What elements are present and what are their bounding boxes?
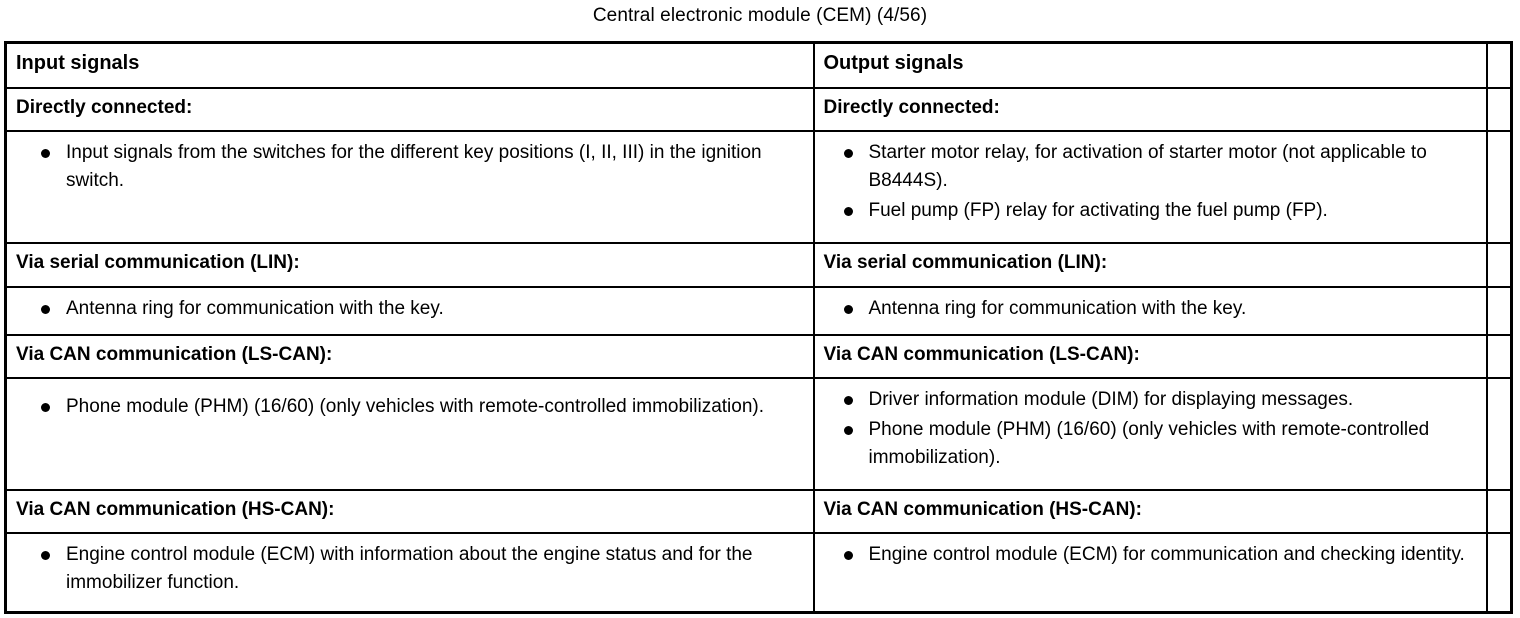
bullet-dot-icon <box>41 149 50 159</box>
header-cell-spacer <box>1485 41 1513 89</box>
list-item-text: Antenna ring for communication with the … <box>868 297 1247 319</box>
spacer-cell-can-hs-heading <box>1485 488 1513 535</box>
content-cell-right-can-ls: Driver information module (DIM) for disp… <box>812 377 1488 491</box>
list-item: Antenna ring for communication with the … <box>7 295 801 323</box>
list-item: Starter motor relay, for activation of s… <box>815 139 1474 195</box>
bullet-dot-icon <box>843 551 853 561</box>
content-cell-left-can-ls: Phone module (PHM) (16/60) (only vehicle… <box>4 377 815 491</box>
bullet-list-right-directly-connected: Starter motor relay, for activation of s… <box>815 132 1486 232</box>
list-item-text: Engine control module (ECM) with informa… <box>66 544 753 594</box>
bullet-list-left-can-hs: Engine control module (ECM) with informa… <box>7 534 813 604</box>
list-item: Input signals from the switches for the … <box>7 139 801 195</box>
table-header-row: Input signals Output signals <box>4 41 1513 89</box>
spacer-cell-can-ls-heading <box>1485 333 1513 380</box>
section-heading-row-directly-connected: Directly connected: Directly connected: <box>4 86 1513 133</box>
list-item-text: Phone module (PHM) (16/60) (only vehicle… <box>66 396 764 418</box>
bullet-dot-icon <box>843 396 853 406</box>
input-signals-header: Input signals <box>16 52 140 74</box>
section-heading-row-can-hs: Via CAN communication (HS-CAN): Via CAN … <box>4 488 1513 535</box>
bullet-list-right-can-hs: Engine control module (ECM) for communic… <box>815 534 1486 576</box>
header-cell-input-signals: Input signals <box>4 41 815 89</box>
heading-cell-left-serial-lin: Via serial communication (LIN): <box>4 241 815 288</box>
bullet-dot-icon <box>41 304 50 314</box>
spacer-cell-directly-connected-heading <box>1485 86 1513 133</box>
heading-cell-left-can-hs: Via CAN communication (HS-CAN): <box>4 488 815 535</box>
heading-cell-right-directly-connected: Directly connected: <box>812 86 1488 133</box>
spacer-cell-serial-lin-heading <box>1485 241 1513 288</box>
bullet-list-left-directly-connected: Input signals from the switches for the … <box>7 132 813 202</box>
content-cell-right-directly-connected: Starter motor relay, for activation of s… <box>812 130 1488 244</box>
bullet-dot-icon <box>41 403 50 413</box>
spacer-content <box>1488 44 1511 87</box>
output-signals-header: Output signals <box>823 52 964 74</box>
bullet-dot-icon <box>843 207 853 217</box>
bullet-list-left-serial-lin: Antenna ring for communication with the … <box>7 288 813 330</box>
list-item: Driver information module (DIM) for disp… <box>815 386 1474 414</box>
subheading-left-directly-connected: Directly connected: <box>16 96 193 118</box>
subheading-right-can-ls: Via CAN communication (LS-CAN): <box>823 343 1140 365</box>
spacer-cell-can-hs-content <box>1485 532 1513 614</box>
list-item-text: Driver information module (DIM) for disp… <box>868 389 1354 411</box>
bullet-dot-icon <box>41 551 50 561</box>
list-item: Antenna ring for communication with the … <box>815 295 1474 323</box>
list-item-text: Phone module (PHM) (16/60) (only vehicle… <box>868 419 1430 469</box>
spacer-cell-can-ls-content <box>1485 377 1513 491</box>
heading-cell-left-can-ls: Via CAN communication (LS-CAN): <box>4 333 815 380</box>
list-item-text: Fuel pump (FP) relay for activating the … <box>868 200 1328 222</box>
subheading-right-serial-lin: Via serial communication (LIN): <box>823 251 1108 273</box>
heading-cell-right-can-ls: Via CAN communication (LS-CAN): <box>812 333 1488 380</box>
list-item-text: Engine control module (ECM) for communic… <box>868 544 1465 566</box>
heading-cell-right-can-hs: Via CAN communication (HS-CAN): <box>812 488 1488 535</box>
spacer-cell-directly-connected-content <box>1485 130 1513 244</box>
content-cell-left-serial-lin: Antenna ring for communication with the … <box>4 285 815 336</box>
list-item: Phone module (PHM) (16/60) (only vehicle… <box>7 393 801 421</box>
heading-cell-right-serial-lin: Via serial communication (LIN): <box>812 241 1488 288</box>
spacer-cell-serial-lin-content <box>1485 285 1513 336</box>
content-cell-left-can-hs: Engine control module (ECM) with informa… <box>4 532 815 614</box>
list-item: Phone module (PHM) (16/60) (only vehicle… <box>815 416 1474 472</box>
bullet-list-right-can-ls: Driver information module (DIM) for disp… <box>815 379 1486 479</box>
section-heading-row-can-ls: Via CAN communication (LS-CAN): Via CAN … <box>4 333 1513 380</box>
subheading-left-can-ls: Via CAN communication (LS-CAN): <box>16 343 333 365</box>
header-cell-output-signals: Output signals <box>812 41 1488 89</box>
section-content-row-serial-lin: Antenna ring for communication with the … <box>4 285 1513 336</box>
subheading-right-can-hs: Via CAN communication (HS-CAN): <box>823 498 1142 520</box>
content-cell-left-directly-connected: Input signals from the switches for the … <box>4 130 815 244</box>
list-item: Engine control module (ECM) with informa… <box>7 541 801 597</box>
list-item-text: Antenna ring for communication with the … <box>66 297 444 319</box>
section-heading-row-serial-lin: Via serial communication (LIN): Via seri… <box>4 241 1513 288</box>
list-item: Fuel pump (FP) relay for activating the … <box>815 197 1474 225</box>
subheading-right-directly-connected: Directly connected: <box>823 96 1000 118</box>
section-content-row-can-hs: Engine control module (ECM) with informa… <box>4 532 1513 614</box>
list-item-text: Input signals from the switches for the … <box>66 142 762 192</box>
bullet-dot-icon <box>843 149 853 159</box>
signals-table: Input signals Output signals Directly co… <box>4 41 1513 614</box>
subheading-left-serial-lin: Via serial communication (LIN): <box>16 251 300 273</box>
signals-table-container: Input signals Output signals Directly co… <box>4 41 1513 614</box>
list-item: Engine control module (ECM) for communic… <box>815 541 1474 569</box>
content-cell-right-can-hs: Engine control module (ECM) for communic… <box>812 532 1488 614</box>
bullet-dot-icon <box>843 304 853 314</box>
page-title: Central electronic module (CEM) (4/56) <box>592 5 928 26</box>
subheading-left-can-hs: Via CAN communication (HS-CAN): <box>16 498 335 520</box>
section-content-row-directly-connected: Input signals from the switches for the … <box>4 130 1513 244</box>
section-content-row-can-ls: Phone module (PHM) (16/60) (only vehicle… <box>4 377 1513 491</box>
bullet-list-right-serial-lin: Antenna ring for communication with the … <box>815 288 1486 330</box>
content-cell-right-serial-lin: Antenna ring for communication with the … <box>812 285 1488 336</box>
heading-cell-left-directly-connected: Directly connected: <box>4 86 815 133</box>
list-item-text: Starter motor relay, for activation of s… <box>868 142 1427 192</box>
bullet-dot-icon <box>843 426 853 436</box>
bullet-list-left-can-ls: Phone module (PHM) (16/60) (only vehicle… <box>7 379 813 435</box>
